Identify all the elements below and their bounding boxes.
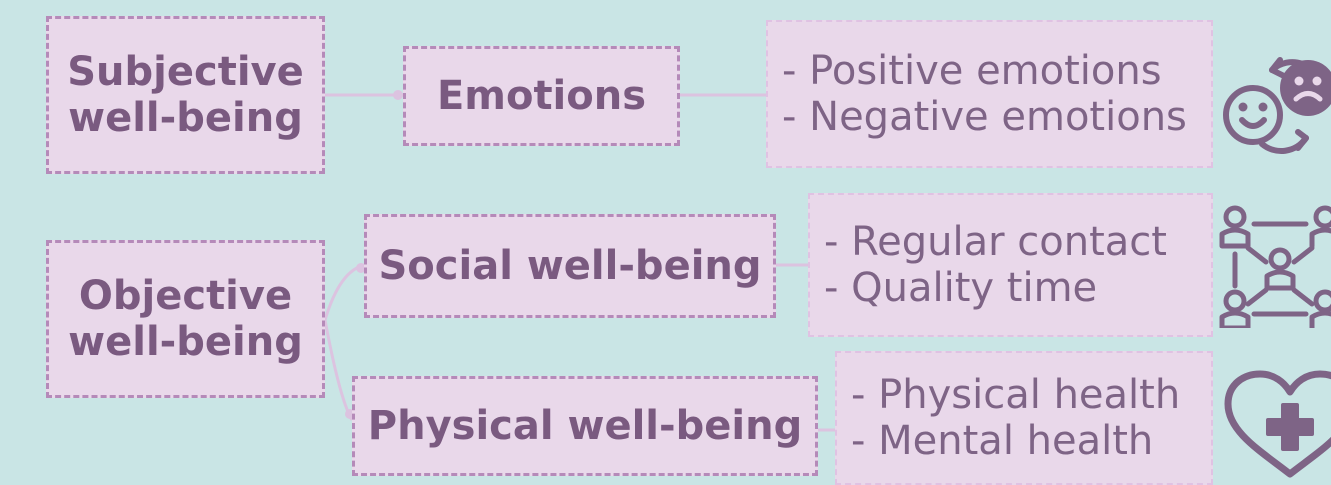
social-network-icon <box>1219 205 1331 328</box>
mental-health-item: - Mental health <box>851 418 1154 464</box>
regular-contact-item: - Regular contact <box>824 219 1167 265</box>
physical-wellbeing-label: Physical well-being <box>367 403 803 449</box>
subjective-wellbeing-box: Subjective well-being <box>46 16 325 174</box>
emotions-swap-icon <box>1223 57 1331 154</box>
negative-emotions-item: - Negative emotions <box>782 94 1187 140</box>
social-details-box: - Regular contact - Quality time <box>808 193 1213 337</box>
emotions-box: Emotions <box>403 46 680 146</box>
emotions-label: Emotions <box>436 73 647 119</box>
objective-wellbeing-box: Objective well-being <box>46 240 325 398</box>
positive-emotions-item: - Positive emotions <box>782 48 1162 94</box>
objective-wellbeing-label: Objective well-being <box>68 273 303 365</box>
heart-medical-cross-icon <box>1224 370 1331 478</box>
emotions-details-box: - Positive emotions - Negative emotions <box>766 20 1213 168</box>
subjective-wellbeing-label: Subjective well-being <box>67 49 304 141</box>
physical-health-item: - Physical health <box>851 372 1181 418</box>
quality-time-item: - Quality time <box>824 265 1098 311</box>
physical-wellbeing-box: Physical well-being <box>352 376 818 476</box>
physical-details-box: - Physical health - Mental health <box>835 351 1213 485</box>
social-wellbeing-box: Social well-being <box>364 214 776 318</box>
social-wellbeing-label: Social well-being <box>378 243 762 289</box>
